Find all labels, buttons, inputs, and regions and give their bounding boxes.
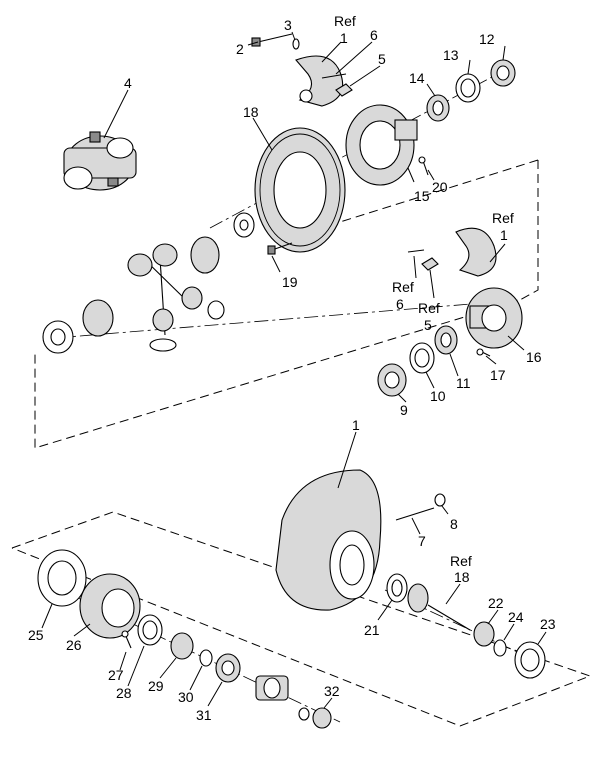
callout-19: 19 [282, 274, 298, 290]
washer-and-nut-part-32 [298, 707, 332, 729]
callout-15: 15 [414, 188, 430, 204]
differential-case-part-16 [465, 287, 523, 349]
callout-32: 32 [324, 683, 340, 699]
bearing-cup-part-10 [409, 342, 435, 374]
callout-3: 3 [284, 17, 292, 33]
bearing-cone-part-22 [473, 621, 495, 647]
differential-group-boundary-top [339, 159, 539, 223]
bearing-cup-part-28 [137, 614, 163, 646]
cotter-pin-part-6-upper [321, 73, 347, 79]
bearing-cone-part-29 [170, 632, 194, 660]
callout-29: 29 [148, 678, 164, 694]
differential-assembly-part-4 [63, 131, 137, 191]
callout-8: 8 [450, 516, 458, 532]
bearing-adjuster-part-12 [490, 59, 516, 87]
callout-16: 16 [526, 349, 542, 365]
callout-21: 21 [364, 622, 380, 638]
spider-assembly [127, 243, 225, 352]
gasket-part-25 [37, 549, 87, 607]
callout-18-lower: 18 [454, 569, 470, 585]
thrust-washer-upper [233, 212, 255, 238]
callout-4: 4 [124, 75, 132, 91]
bolt-part-19 [267, 242, 293, 255]
callout-26: 26 [66, 637, 82, 653]
callout-2: 2 [236, 41, 244, 57]
callout-11: 11 [456, 375, 471, 391]
washer-part-24 [493, 639, 507, 657]
lock-part-5-lower [421, 257, 439, 271]
bearing-cone-part-11 [434, 325, 458, 355]
callout-ref-right-1: Ref [492, 210, 514, 226]
bolt-part-27 [121, 630, 132, 649]
callout-7: 7 [418, 533, 426, 549]
nut-part-8 [434, 493, 446, 507]
callout-30: 30 [178, 689, 194, 705]
callout-17: 17 [490, 367, 506, 383]
side-gear-lower [82, 299, 114, 337]
thrust-washer-lower [42, 320, 74, 354]
callout-5-lower: 5 [424, 317, 432, 333]
drive-pinion-part-18 [407, 583, 471, 631]
callout-27: 27 [108, 667, 124, 683]
bearing-cap-right [455, 227, 497, 277]
companion-flange [255, 675, 289, 701]
differential-group-boundary [34, 160, 539, 449]
lock-part-5-upper [335, 83, 353, 97]
callout-18-upper: 18 [243, 104, 259, 120]
bearing-cup-part-21 [386, 573, 408, 603]
middle-centerline [54, 299, 521, 339]
callout-5-upper: 5 [378, 51, 386, 67]
callout-24: 24 [508, 609, 524, 625]
callout-31: 31 [196, 707, 212, 723]
bolt-part-2 [251, 33, 293, 47]
callout-1-lower: 1 [352, 417, 360, 433]
bearing-cage-part-26 [79, 573, 141, 639]
carrier-housing-part-1 [275, 469, 382, 611]
washer-part-3 [292, 38, 300, 50]
stud-part-7 [395, 507, 435, 521]
callout-ref-6: Ref [392, 279, 414, 295]
callout-6-upper: 6 [370, 27, 378, 43]
bearing-cup-part-23 [514, 641, 546, 679]
callout-ref-upper-1: Ref [334, 13, 356, 29]
callout-1-upper: 1 [340, 30, 348, 46]
callout-12: 12 [479, 31, 495, 47]
bearing-cap-upper [295, 55, 344, 107]
bearing-cone-part-14 [426, 94, 450, 122]
bolt-part-20 [418, 156, 429, 176]
callout-23: 23 [540, 616, 556, 632]
cotter-pin-part-6-lower [407, 249, 425, 253]
bearing-adjuster-part-9 [377, 363, 407, 397]
differential-case-part-15 [345, 104, 418, 186]
leader-lines [41, 31, 547, 709]
callout-13: 13 [443, 47, 459, 63]
callout-25: 25 [28, 627, 44, 643]
callout-28: 28 [116, 685, 132, 701]
ring-gear-part-18 [254, 127, 346, 253]
callout-10: 10 [430, 388, 446, 404]
spacer-part-30 [199, 649, 213, 667]
callout-ref-5: Ref [418, 300, 440, 316]
side-gear-upper [190, 236, 220, 274]
callout-1-right: 1 [500, 227, 508, 243]
callout-9: 9 [400, 402, 408, 418]
oil-seal-part-31 [215, 653, 241, 683]
callout-6-lower: 6 [396, 296, 404, 312]
callout-14: 14 [409, 70, 425, 86]
pinion-group-boundary [11, 511, 592, 727]
callout-ref-18: Ref [450, 553, 472, 569]
callout-20: 20 [432, 179, 448, 195]
callout-22: 22 [488, 595, 504, 611]
bearing-cup-part-13 [455, 73, 481, 103]
bolt-part-17 [476, 348, 491, 357]
